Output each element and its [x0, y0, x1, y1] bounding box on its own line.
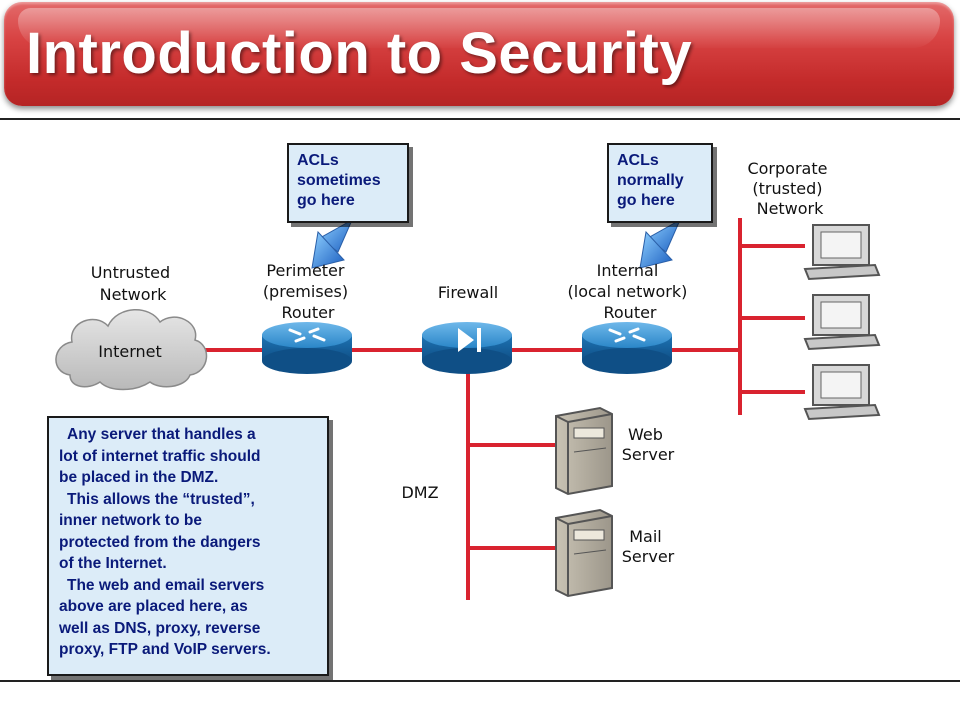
- note-line: proxy, FTP and VoIP servers.: [59, 641, 271, 658]
- mail-server: [555, 508, 613, 598]
- corporate-pc-1: [803, 224, 881, 281]
- network-links: [200, 218, 805, 600]
- internet-label: Internet: [98, 342, 162, 361]
- acl-sometimes-note: ACLs sometimes go here: [287, 143, 409, 223]
- page-title: Introduction to Security: [26, 21, 693, 86]
- top-divider: [0, 118, 960, 120]
- perimeter-router: [262, 322, 352, 374]
- mail-server-label: Mail Server: [622, 527, 675, 566]
- note-line: The web and email servers: [67, 576, 265, 594]
- dmz-explanation-note: Any server that handles a lot of interne…: [47, 416, 329, 676]
- untrusted-network-label: Untrusted Network: [91, 263, 176, 304]
- note-line: ACLs: [297, 152, 339, 169]
- arrow-to-internal-icon: [639, 218, 682, 269]
- note-line: normally: [617, 172, 684, 189]
- corporate-pc-2: [803, 294, 881, 351]
- title-bar: Introduction to Security: [4, 2, 954, 106]
- note-line: of the Internet.: [59, 555, 167, 572]
- note-line: well as DNS, proxy, reverse: [59, 619, 261, 637]
- web-server: [555, 406, 613, 496]
- note-line: go here: [617, 192, 675, 209]
- corporate-pc-3: [803, 364, 881, 421]
- title-gloss: [18, 8, 940, 48]
- acl-normally-note: ACLs normally go here: [607, 143, 713, 223]
- note-line: sometimes: [297, 172, 381, 189]
- perimeter-router-label: Perimeter (premises) Router: [263, 261, 353, 322]
- note-line: Any server that handles a: [67, 426, 256, 443]
- note-line: be placed in the DMZ.: [59, 469, 219, 486]
- corporate-network-label: Corporate (trusted) Network: [747, 159, 832, 218]
- note-line: lot of internet traffic should: [59, 447, 261, 465]
- firewall-label: Firewall: [438, 283, 498, 302]
- web-server-label: Web Server: [622, 425, 675, 464]
- internet-cloud: [55, 309, 208, 391]
- note-line: inner network to be: [59, 512, 202, 529]
- dmz-label: DMZ: [401, 483, 438, 502]
- note-line: protected from the dangers: [59, 533, 261, 551]
- note-line: This allows the “trusted”,: [67, 490, 255, 508]
- internal-router: [582, 322, 672, 374]
- note-line: above are placed here, as: [59, 598, 248, 615]
- firewall: [422, 322, 512, 374]
- arrow-to-perimeter-icon: [311, 218, 354, 269]
- bottom-divider: [0, 680, 960, 682]
- note-line: ACLs: [617, 152, 659, 169]
- internal-router-label: Internal (local network) Router: [568, 261, 693, 322]
- note-line: go here: [297, 192, 355, 209]
